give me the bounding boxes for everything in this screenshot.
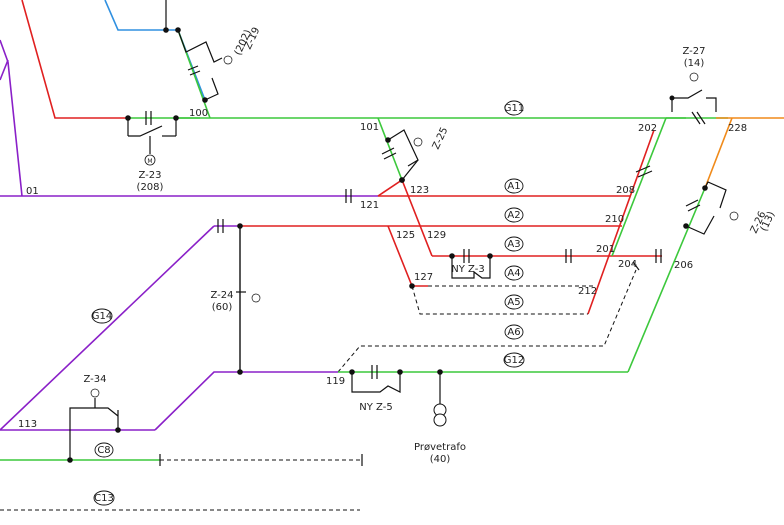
motor-icon [144,154,156,166]
track-g14: G14 [91,308,113,324]
wire-a6-dashed [337,269,637,373]
track-g12: G12 [503,352,525,368]
svg-text:G12: G12 [504,355,524,366]
switch-z23-ref: (208) [137,182,164,193]
track-a1: A1 [504,178,524,194]
switch-z27[interactable]: Z-27 (14) [669,46,717,112]
wire-green-g12-diag [627,187,706,373]
track-a2: A2 [504,207,524,223]
svg-text:A4: A4 [507,268,520,279]
switch-z27-name: Z-27 [682,46,705,57]
switch-z3-name: NY Z-3 [451,264,484,275]
node-125: 125 [396,230,415,241]
transformer[interactable]: Prøvetrafo (40) [414,369,466,465]
switch-z25-name: Z-25 [431,126,451,152]
node-208: 208 [616,185,635,196]
node-100: 100 [189,108,208,119]
track-a3: A3 [504,236,524,252]
node-labels: 01 100 101 121 123 125 127 129 201 202 2… [18,108,747,430]
track-a4: A4 [504,265,524,281]
wire-purple-g12 [154,371,338,431]
track-c8: C8 [94,442,114,458]
node-121: 121 [360,200,379,211]
motor-icon [729,211,739,221]
switch-z25[interactable]: Z-25 [385,126,450,183]
wire-red-right [587,129,655,315]
svg-text:G14: G14 [92,311,112,322]
motor-icon [223,55,233,65]
switch-z3[interactable]: NY Z-3 [449,249,493,279]
svg-text:A6: A6 [507,327,520,338]
switch-z5[interactable]: NY Z-5 [349,365,403,413]
wire-purple-01 [0,59,9,81]
node-119: 119 [326,376,345,387]
wire-green-diag [611,117,667,257]
motor-icon [689,72,699,82]
node-127: 127 [414,272,433,283]
svg-text:A3: A3 [507,239,520,250]
switch-z34[interactable]: Z-34 [67,374,121,463]
node-01: 01 [26,186,39,197]
svg-text:C13: C13 [94,493,114,504]
svg-text:C8: C8 [97,445,110,456]
node-113: 113 [18,419,37,430]
svg-text:G11: G11 [504,103,524,114]
svg-text:A2: A2 [507,210,520,221]
motor-label: M [147,158,152,165]
insulators [187,65,706,271]
switch-z27-ref: (14) [684,58,705,69]
track-a6: A6 [504,324,524,340]
node-210: 210 [605,214,624,225]
node-201: 201 [596,244,615,255]
transformer-ref: (40) [430,454,451,465]
wire-red-left [21,0,128,119]
junction-dots [163,27,415,289]
switch-z23-name: Z-23 [138,170,161,181]
wire-purple-01b [0,39,23,197]
wire-a5-dashed [411,285,588,315]
switch-z23[interactable]: M Z-23 (208) [125,111,179,193]
node-212: 212 [578,286,597,297]
node-129: 129 [427,230,446,241]
node-123: 123 [410,185,429,196]
transformer-name: Prøvetrafo [414,442,466,453]
motor-icon [90,388,100,398]
switch-z24-ref: (60) [212,302,233,313]
node-101: 101 [360,122,379,133]
svg-text:A5: A5 [507,297,520,308]
switch-z26[interactable]: Z-26 (13) [683,181,777,235]
switch-z5-name: NY Z-5 [359,402,392,413]
node-204: 204 [618,259,637,270]
track-g11: G11 [504,100,524,116]
motor-icon [413,137,423,147]
switch-z24[interactable]: Z-24 (60) [210,223,261,375]
wire-purple-g14 [0,225,215,431]
motor-icon [251,293,261,303]
wires [0,0,784,511]
svg-text:A1: A1 [507,181,520,192]
switch-z34-name: Z-34 [83,374,106,385]
wire-orange-d [704,117,733,189]
switch-z24-name: Z-24 [210,290,233,301]
wire-green-101 [377,117,403,181]
track-c13: C13 [93,490,115,506]
switch-z19[interactable]: Z-19 (202) [175,26,262,103]
track-labels: G11 A1 A2 A3 A4 A5 A6 G12 [91,100,525,506]
node-206: 206 [674,260,693,271]
node-228: 228 [728,123,747,134]
node-202: 202 [638,123,657,134]
track-a5: A5 [504,294,524,310]
